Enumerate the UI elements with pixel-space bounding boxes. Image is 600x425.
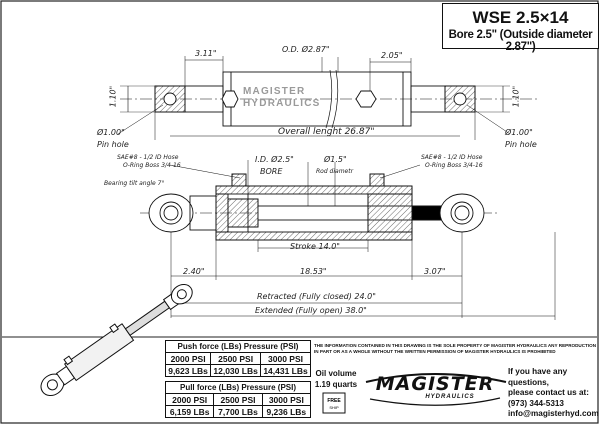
badge-icon	[322, 392, 346, 414]
pull-force-table: Pull force (LBs) Pressure (PSI) 2000 PSI…	[164, 381, 312, 418]
push-pressure-2: 2500 PSI	[210, 352, 262, 365]
logo-mark	[365, 373, 507, 406]
overall-length: Overall lenght 26.87"	[278, 127, 375, 137]
port-right-line1: SAE#8 - 1/2 ID Hose	[421, 154, 483, 161]
cylinder-isometric	[40, 283, 193, 397]
pull-pressure-3: 3000 PSI	[261, 393, 312, 406]
extended-length: Extended (Fully open) 38.0"	[255, 306, 367, 315]
push-force-2: 12,030 LBs	[210, 364, 262, 377]
pull-force-1: 6,159 LBs	[164, 405, 215, 418]
oil-volume: Oil volume 1.19 quarts	[312, 368, 360, 390]
stroke-label: Stroke 14.0"	[290, 242, 340, 251]
dim-height-right: 1.10"	[511, 85, 521, 108]
watermark-line2: HYDRAULICS	[243, 98, 321, 109]
logo-name: MAGISTER	[375, 373, 495, 395]
port-right-line2: O-Ring Boss 3/4-16	[425, 162, 483, 169]
pin-right-dia: Ø1.00"	[505, 128, 533, 137]
pull-force-3: 9,236 LBs	[261, 405, 312, 418]
dim-right-end: 2.05"	[381, 51, 403, 60]
pull-pressure-2: 2500 PSI	[213, 393, 263, 406]
watermark: MAGISTER HYDRAULICS	[243, 86, 321, 110]
contact-line2: please contact us at:	[508, 388, 589, 397]
rod-dia: Ø1.5"	[324, 155, 347, 164]
contact-line1: If you have any questions,	[508, 367, 568, 387]
dim-height-left: 1.10"	[108, 85, 118, 108]
bore-label: BORE	[260, 167, 283, 176]
section-view	[140, 160, 556, 320]
pull-force-2: 7,700 LBs	[213, 405, 263, 418]
oil-volume-value: 1.19 quarts	[314, 380, 358, 389]
dim-left-end: 3.11"	[195, 49, 217, 58]
rod-label: Rod diametr	[316, 168, 354, 175]
id-label: I.D. Ø2.5"	[255, 155, 294, 164]
pin-left-dia: Ø1.00"	[97, 128, 125, 137]
svg-text:FREE: FREE	[327, 398, 341, 404]
model-title: WSE 2.5×14	[472, 8, 569, 27]
property-notice: THE INFORMATION CONTAINED IN THIS DRAWIN…	[314, 343, 597, 354]
dim-barrel-length: 18.53"	[300, 267, 327, 276]
logo-sub: HYDRAULICS	[425, 394, 475, 400]
port-left-line2: O-Ring Boss 3/4-16	[123, 162, 181, 169]
retracted-length: Retracted (Fully closed) 24.0"	[257, 292, 376, 301]
top-view	[117, 56, 540, 140]
title-block: WSE 2.5×14 Bore 2.5" (Outside diameter 2…	[442, 3, 599, 53]
bearing-tilt: Bearing tilt angle 7°	[104, 180, 165, 187]
push-pressure-1: 2000 PSI	[164, 352, 212, 365]
contact-block: If you have any questions, please contac…	[508, 367, 600, 420]
dim-rod-end: 3.07"	[424, 267, 446, 276]
contact-email[interactable]: info@magisterhyd.com	[508, 409, 599, 418]
pull-pressure-1: 2000 PSI	[164, 393, 215, 406]
bore-subtitle: Bore 2.5" (Outside diameter 2.87")	[448, 29, 593, 53]
pin-right-label: Pin hole	[505, 140, 537, 149]
svg-text:SHIP: SHIP	[329, 405, 339, 410]
oil-volume-label: Oil volume	[315, 369, 357, 378]
dim-od: O.D. Ø2.87"	[282, 45, 330, 54]
pull-table-title: Pull force (LBs) Pressure (PSI)	[165, 381, 311, 394]
push-force-3: 14,431 LBs	[260, 364, 311, 377]
push-pressure-3: 3000 PSI	[260, 352, 311, 365]
push-force-table: Push force (LBs) Pressure (PSI) 2000 PSI…	[164, 340, 311, 377]
watermark-line1: MAGISTER	[243, 86, 306, 97]
dim-base-length: 2.40"	[183, 267, 205, 276]
push-force-1: 9,623 LBs	[164, 364, 212, 377]
contact-phone[interactable]: (973) 344-5313	[508, 398, 564, 408]
pin-left-label: Pin hole	[97, 140, 129, 149]
push-table-title: Push force (LBs) Pressure (PSI)	[165, 340, 311, 353]
port-left-line1: SAE#8 - 1/2 ID Hose	[117, 154, 179, 161]
